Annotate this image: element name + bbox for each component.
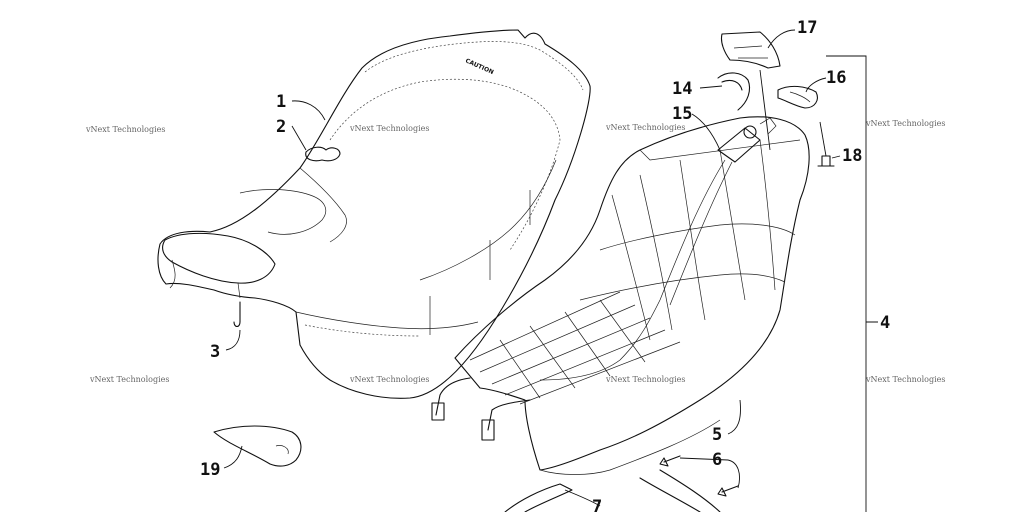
ring-part [717, 72, 751, 111]
hook-part [233, 301, 241, 328]
callout-3: 3 [210, 342, 220, 362]
pad-part [213, 425, 302, 467]
watermark: vNext Technologies [605, 123, 685, 132]
callout-14: 14 [672, 79, 692, 99]
callout-16: 16 [826, 68, 846, 88]
callout-19: 19 [200, 460, 220, 480]
callout-18: 18 [842, 146, 862, 166]
handle-part [777, 85, 818, 109]
callout-2: 2 [276, 117, 286, 137]
watermark: vNext Technologies [605, 375, 685, 384]
watermark: vNext Technologies [89, 375, 169, 384]
fastener-part [659, 455, 681, 467]
seat-clip [305, 146, 341, 162]
cover-part [720, 31, 781, 69]
callout-5: 5 [712, 425, 722, 445]
seat-assembly: CAUTION [157, 29, 591, 399]
seat-caution-label: CAUTION [464, 57, 494, 76]
seat-base [431, 116, 810, 512]
watermark: vNext Technologies [85, 125, 165, 134]
watermark: vNext Technologies [865, 375, 945, 384]
leader-lines [223, 29, 878, 512]
callout-1: 1 [276, 92, 286, 112]
screw-part [817, 155, 835, 167]
fastener-part [717, 485, 739, 497]
callout-17: 17 [797, 18, 817, 38]
callout-labels: 1 2 3 4 5 6 7 14 15 16 17 18 19 [200, 18, 890, 512]
watermark: vNext Technologies [865, 119, 945, 128]
callout-6: 6 [712, 450, 722, 470]
callout-4: 4 [880, 313, 890, 333]
watermark: vNext Technologies [349, 124, 429, 133]
watermark: vNext Technologies [349, 375, 429, 384]
watermarks: vNext Technologies vNext Technologies vN… [85, 119, 945, 384]
callout-7: 7 [592, 497, 602, 512]
latch-part [717, 117, 777, 163]
callout-15: 15 [672, 104, 692, 124]
